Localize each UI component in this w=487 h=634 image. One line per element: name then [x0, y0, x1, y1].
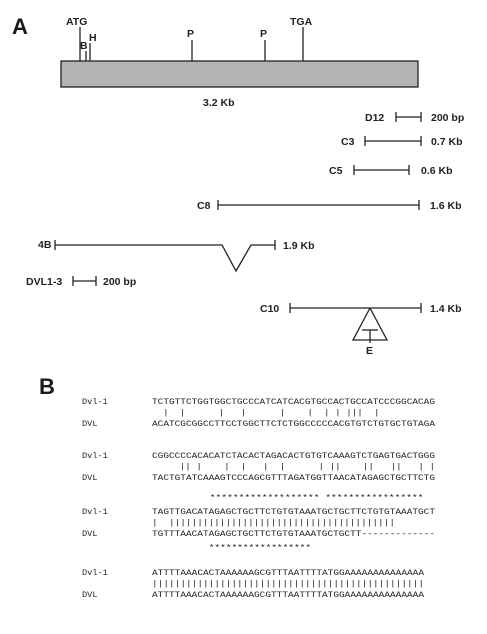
clone-4b-line	[55, 244, 275, 273]
clone-c3-size: 0.7 Kb	[431, 136, 463, 148]
gene-map: ATG B H P P TGA 3.2 Kb	[60, 16, 419, 109]
clone-4b-size: 1.9 Kb	[283, 240, 315, 252]
block-2-top-sequence: CGGCCCCACACATCTACACTAGACACTGTGTCAAAGTCTG…	[152, 451, 435, 461]
gene-length-label: 3.2 Kb	[203, 97, 235, 109]
alignment-block-1: Dvl-1 TCTGTTCTGGTGGCTGCCCATCATCACGTGCCAC…	[82, 397, 436, 429]
block-4-top-sequence: ATTTTAAACACTAAAAAAGCGTTTAATTTTATGGAAAAAA…	[152, 568, 425, 578]
block-4-top-name: Dvl-1	[82, 568, 108, 578]
site-p2-label: P	[260, 28, 267, 40]
block-1-bottom-sequence: ACATCGCGGCCTTCCTGGCTTCTCTGGCCCCCACGTGTCT…	[152, 419, 436, 429]
panel-a-label: A	[12, 14, 28, 39]
clone-c10-size: 1.4 Kb	[430, 303, 462, 315]
clone-c3-name: C3	[341, 136, 355, 148]
clone-c10: C10 E 1.4 Kb	[260, 303, 462, 357]
clone-c8-name: C8	[197, 200, 211, 212]
block-2-identity-stars: ******************* *****************	[152, 493, 435, 503]
block-4-bottom-name: DVL	[82, 590, 97, 600]
block-2-match-line: || | | | | | | || || || | |	[152, 462, 435, 472]
clone-c5: C5 0.6 Kb	[329, 165, 453, 177]
block-3-identity-stars: ******************	[152, 543, 311, 553]
clone-c5-name: C5	[329, 165, 343, 177]
block-3-top-name: Dvl-1	[82, 507, 108, 517]
site-tga-label: TGA	[290, 16, 313, 28]
clone-c8: C8 1.6 Kb	[197, 200, 462, 212]
clone-dvl1-3-size: 200 bp	[103, 276, 136, 288]
clone-c5-size: 0.6 Kb	[421, 165, 453, 177]
block-2-bottom-sequence: TACTGTATCAAAGTCCCAGCGTTTAGATGGTTAACATAGA…	[152, 473, 435, 483]
block-4-match-line: ||||||||||||||||||||||||||||||||||||||||…	[152, 579, 424, 589]
alignment-block-2: Dvl-1 CGGCCCCACACATCTACACTAGACACTGTGTCAA…	[82, 451, 435, 503]
alignment-block-4: Dvl-1 ATTTTAAACACTAAAAAAGCGTTTAATTTTATGG…	[82, 568, 425, 600]
block-2-bottom-name: DVL	[82, 473, 97, 483]
block-4-bottom-sequence: ATTTTAAACACTAAAAAAGCGTTTAATTTTATGGAAAAAA…	[152, 590, 425, 600]
block-3-top-sequence: TAGTTGACATAGAGCTGCTTCTGTGTAAATGCTGCTTCTG…	[152, 507, 435, 517]
clone-d12-name: D12	[365, 112, 384, 124]
clone-d12: D12 200 bp	[365, 112, 464, 124]
clone-dvl1-3: DVL1-3 200 bp	[26, 276, 136, 288]
block-1-top-name: Dvl-1	[82, 397, 108, 407]
clone-4b: 4B 1.9 Kb	[38, 239, 315, 273]
block-3-match-line: | ||||||||||||||||||||||||||||||||||||||…	[152, 518, 395, 528]
block-1-top-sequence: TCTGTTCTGGTGGCTGCCCATCATCACGTGCCACTGCCAT…	[152, 397, 435, 407]
site-p1-label: P	[187, 28, 194, 40]
clone-c10-name: C10	[260, 303, 279, 315]
block-3-bottom-sequence: TGTTTAACATAGAGCTGCTTCTGTGTAAATGCTGCTT---…	[152, 529, 435, 539]
panel-b-label: B	[39, 374, 55, 399]
block-2-top-name: Dvl-1	[82, 451, 108, 461]
block-1-match-line: | | | | | | | | ||| |	[152, 408, 435, 418]
clone-c10-insert-label: E	[366, 345, 373, 357]
site-b-label: B	[80, 40, 88, 52]
clone-d12-size: 200 bp	[431, 112, 464, 124]
block-1-bottom-name: DVL	[82, 419, 97, 429]
gene-bar	[60, 60, 419, 88]
block-3-bottom-name: DVL	[82, 529, 97, 539]
alignment-block-3: Dvl-1 TAGTTGACATAGAGCTGCTTCTGTGTAAATGCTG…	[82, 507, 435, 553]
site-h-label: H	[89, 32, 97, 44]
clone-c8-size: 1.6 Kb	[430, 200, 462, 212]
clone-dvl1-3-name: DVL1-3	[26, 276, 62, 288]
site-atg-label: ATG	[66, 16, 87, 28]
clone-c3: C3 0.7 Kb	[341, 136, 463, 148]
clone-4b-name: 4B	[38, 239, 52, 251]
